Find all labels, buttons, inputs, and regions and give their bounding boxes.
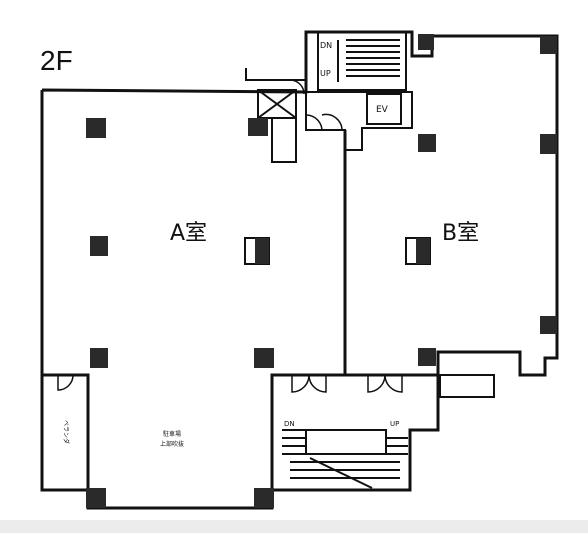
elevator-label: EV [376,105,389,115]
column [540,36,557,54]
room-b-label: B室 [442,221,479,246]
column [86,488,106,508]
column [248,118,268,136]
column [90,348,108,368]
column [86,118,106,138]
column [254,488,274,508]
annex-text-line-1: 駐車場 [163,430,181,438]
interior-lines [245,31,495,489]
columns [86,34,557,508]
stair-top-up-label: UP [320,69,331,78]
column [418,34,434,50]
exterior-walls [40,30,559,510]
stair-top-down-label: DN [320,41,332,50]
column [540,134,557,154]
stair-bottom-up-label: UP [390,420,399,428]
column [418,348,436,366]
bottom-strip [0,520,588,533]
room-a-label: A室 [170,221,207,246]
column [418,134,436,152]
column [254,348,274,368]
floor-label: 2F [40,45,73,76]
annex-text-line-2: 上部吹抜 [160,440,184,448]
side-label: ベランダ [62,420,70,444]
interior-columns [244,237,431,265]
stair-bottom-down-label: DN [284,420,295,428]
column [90,236,108,256]
column [540,316,557,334]
door-swings [57,79,403,393]
